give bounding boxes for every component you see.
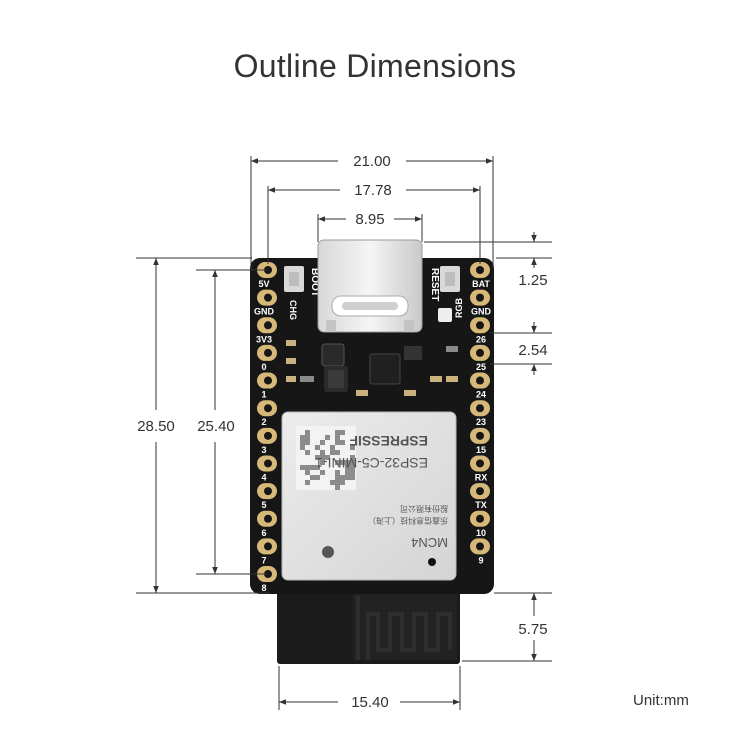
- left-pin-pad: [257, 372, 277, 389]
- right-pin-label: GND: [471, 307, 492, 317]
- dim-width-pin-span: 17.78: [354, 182, 392, 199]
- left-pin-label: 3V3: [256, 334, 272, 344]
- left-pin-label: 0: [261, 362, 266, 372]
- left-pin-label: 7: [261, 555, 266, 565]
- right-pin-pad: [470, 289, 490, 306]
- page-title: Outline Dimensions: [233, 48, 517, 84]
- left-pin-label: 6: [261, 528, 266, 538]
- dim-width-total: 21.00: [353, 153, 391, 170]
- espressif-logo-icon: [322, 546, 334, 558]
- right-pin-pad: [470, 317, 490, 334]
- left-pin-pad: [257, 317, 277, 334]
- left-pin-pad: [257, 455, 277, 472]
- dim-width-usb: 8.95: [355, 211, 384, 228]
- right-pin-label: 26: [476, 334, 486, 344]
- chg-label: CHG: [288, 300, 298, 320]
- right-pin-pad: [470, 483, 490, 500]
- left-pin-label: 5V: [258, 279, 269, 289]
- left-pin-pad: [257, 400, 277, 417]
- module-maker-cn-1: 乐鑫信息科技（上海）: [368, 516, 448, 526]
- module-maker-cn-2: 股份有限公司: [400, 504, 448, 514]
- right-pin-label: 23: [476, 417, 486, 427]
- left-pin-pads: [257, 262, 277, 583]
- right-pin-pad: [470, 262, 490, 278]
- dim-usb-overhang: 1.25: [518, 272, 547, 289]
- left-pin-label: 5: [261, 500, 266, 510]
- right-pin-pad: [470, 400, 490, 417]
- dim-pin-pitch: 2.54: [518, 342, 547, 359]
- left-pin-label: 3: [261, 445, 266, 455]
- right-pin-pad: [470, 455, 490, 472]
- right-pin-label: 9: [478, 555, 483, 565]
- right-pin-label: TX: [475, 500, 487, 510]
- right-pin-label: BAT: [472, 279, 490, 289]
- dim-antenna-width: 15.40: [351, 694, 389, 711]
- left-pin-pad: [257, 289, 277, 306]
- left-pin-label: 2: [261, 417, 266, 427]
- right-pin-label: RX: [475, 472, 488, 482]
- usb-c-connector: [317, 239, 423, 333]
- module-code: MCN4: [411, 535, 448, 550]
- left-pin-label: 4: [261, 472, 266, 482]
- qr-pattern: [300, 430, 355, 490]
- right-pin-pad: [470, 538, 490, 555]
- smd-components: [286, 308, 458, 396]
- esp32-module: MCN4 乐鑫信息科技（上海） 股份有限公司 ESP32-C5-MINI-1 E…: [281, 411, 457, 581]
- dim-height-pin-span: 25.40: [197, 418, 235, 435]
- right-pin-pad: [470, 372, 490, 389]
- left-pin-label: GND: [254, 307, 275, 317]
- right-pin-label: 15: [476, 445, 486, 455]
- reset-button: [440, 266, 460, 292]
- left-pin-pad: [257, 538, 277, 555]
- left-pin-pad: [257, 483, 277, 500]
- antenna-area: [277, 584, 460, 664]
- right-pin-label: 10: [476, 528, 486, 538]
- right-pin-label: 25: [476, 362, 486, 372]
- dimension-annotations: [136, 156, 552, 710]
- right-pin-pads: [470, 262, 490, 555]
- dim-antenna-overhang: 5.75: [518, 621, 547, 638]
- boot-label: BOOT: [309, 268, 320, 297]
- left-pin-pad: [257, 344, 277, 361]
- left-pin-label: 1: [261, 390, 266, 400]
- dim-height-total: 28.50: [137, 418, 175, 435]
- unit-label: Unit:mm: [633, 692, 689, 709]
- right-pin-pad: [470, 510, 490, 527]
- right-pin-pad: [470, 344, 490, 361]
- left-pin-pad: [257, 427, 277, 444]
- reset-label: RESET: [429, 268, 440, 301]
- left-pin-label: 8: [261, 583, 266, 593]
- left-pin-pad: [257, 510, 277, 527]
- right-pin-pad: [470, 427, 490, 444]
- boot-button: [284, 266, 304, 292]
- module-model: ESP32-C5-MINI-1: [315, 455, 428, 471]
- rgb-label: RGB: [454, 298, 464, 319]
- module-brand: ESPRESSIF: [349, 433, 428, 449]
- right-pin-label: 24: [476, 390, 486, 400]
- left-pin-labels: 5V GND 3V3 0 1 2 3 4 5 6 7 8: [254, 279, 275, 593]
